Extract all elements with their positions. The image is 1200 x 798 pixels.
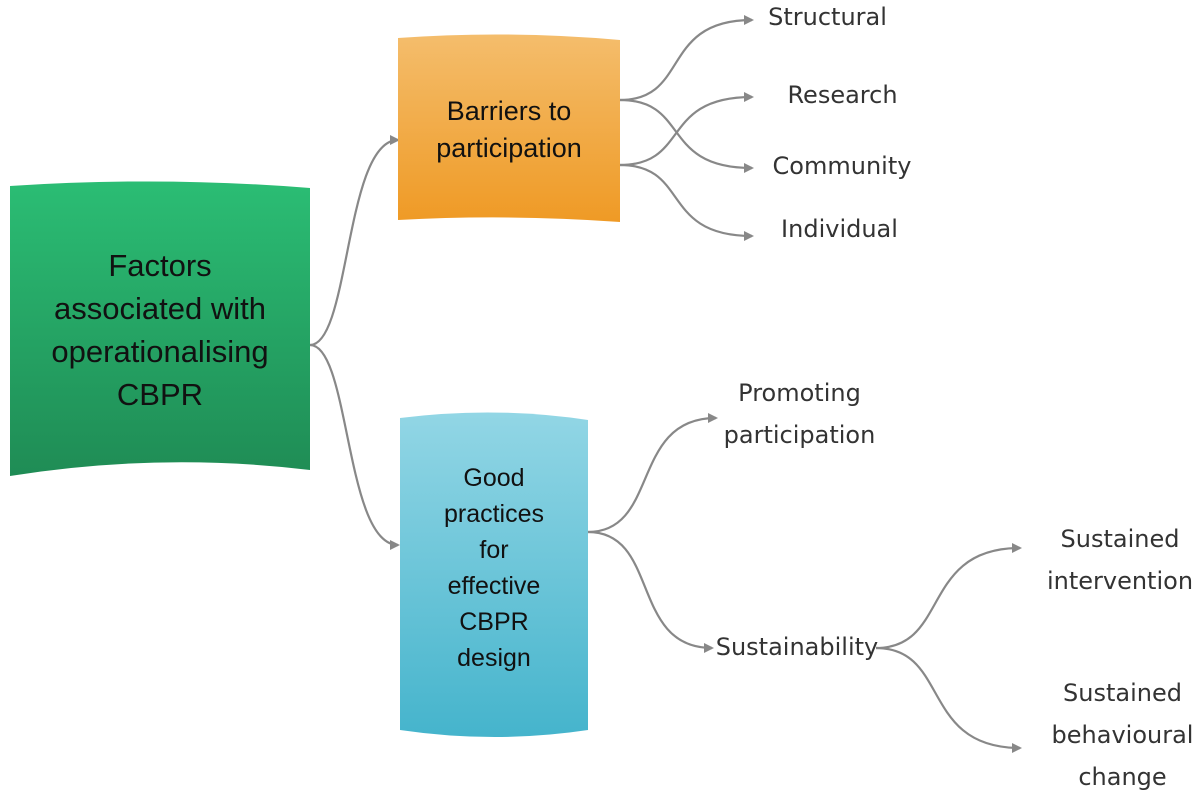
barriers-node-label: Barriers to participation: [436, 96, 582, 163]
connector-practices-sustainability: [587, 530, 714, 653]
connector-sustainability-intervention: [875, 543, 1022, 650]
root-box-shape: [10, 181, 310, 477]
connector-barriers-community: [619, 98, 754, 173]
leaf-sustained-intervention: Sustained intervention: [1046, 525, 1194, 595]
practices-box-shape: [400, 412, 588, 737]
leaf-research: Research: [787, 81, 898, 109]
leaf-structural: Structural: [768, 3, 887, 31]
leaf-sustained-behavioural-change: Sustained behavioural change: [1051, 679, 1194, 791]
leaf-community: Community: [772, 152, 912, 180]
practices-node-label: Good practices for effective CBPR design: [443, 464, 545, 672]
leaf-promoting-participation: Promoting participation: [723, 379, 876, 449]
connector-barriers-research: [619, 92, 754, 167]
connector-root-barriers: [309, 135, 400, 347]
connector-barriers-individual: [619, 163, 754, 241]
connector-root-practices: [309, 343, 400, 550]
root-node-label: Factors associated with operationalising…: [51, 248, 269, 412]
connector-practices-promoting: [587, 413, 718, 534]
leaf-sustainability: Sustainability: [715, 633, 879, 661]
connector-barriers-structural: [619, 15, 754, 102]
leaf-individual: Individual: [781, 215, 898, 243]
barriers-box-shape: [398, 34, 620, 222]
connector-sustainability-behavioural: [875, 646, 1022, 753]
